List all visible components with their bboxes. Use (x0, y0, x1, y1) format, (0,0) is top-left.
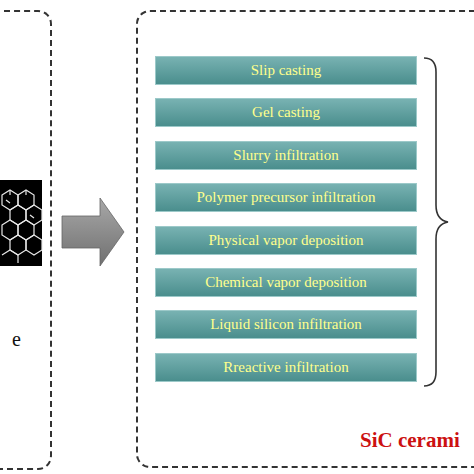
process-box: Rreactive infiltration (155, 353, 417, 382)
process-label: Chemical vapor deposition (205, 274, 367, 291)
process-label: Slip casting (251, 62, 321, 79)
curly-brace (424, 58, 448, 386)
lattice-image (0, 180, 42, 266)
process-box: Physical vapor deposition (155, 226, 417, 255)
process-box: Gel casting (155, 98, 417, 127)
lattice-wireframe (2, 190, 42, 263)
process-box: Slurry infiltration (155, 141, 417, 170)
block-arrow (62, 198, 124, 266)
process-box: Polymer precursor infiltration (155, 183, 417, 212)
cut-off-label: e (12, 328, 21, 351)
process-box: Chemical vapor deposition (155, 268, 417, 297)
input-panel: e (0, 10, 52, 470)
method-panel: SiC cerami Slip castingGel castingSlurry … (136, 10, 474, 468)
group-heading: SiC cerami (360, 428, 460, 453)
process-label: Slurry infiltration (233, 147, 338, 164)
process-box: Slip casting (155, 56, 417, 85)
process-label: Rreactive infiltration (223, 359, 348, 376)
process-label: Liquid silicon infiltration (210, 316, 362, 333)
process-label: Gel casting (252, 104, 320, 121)
process-box: Liquid silicon infiltration (155, 310, 417, 339)
process-label: Physical vapor deposition (209, 232, 364, 249)
process-label: Polymer precursor infiltration (196, 189, 375, 206)
